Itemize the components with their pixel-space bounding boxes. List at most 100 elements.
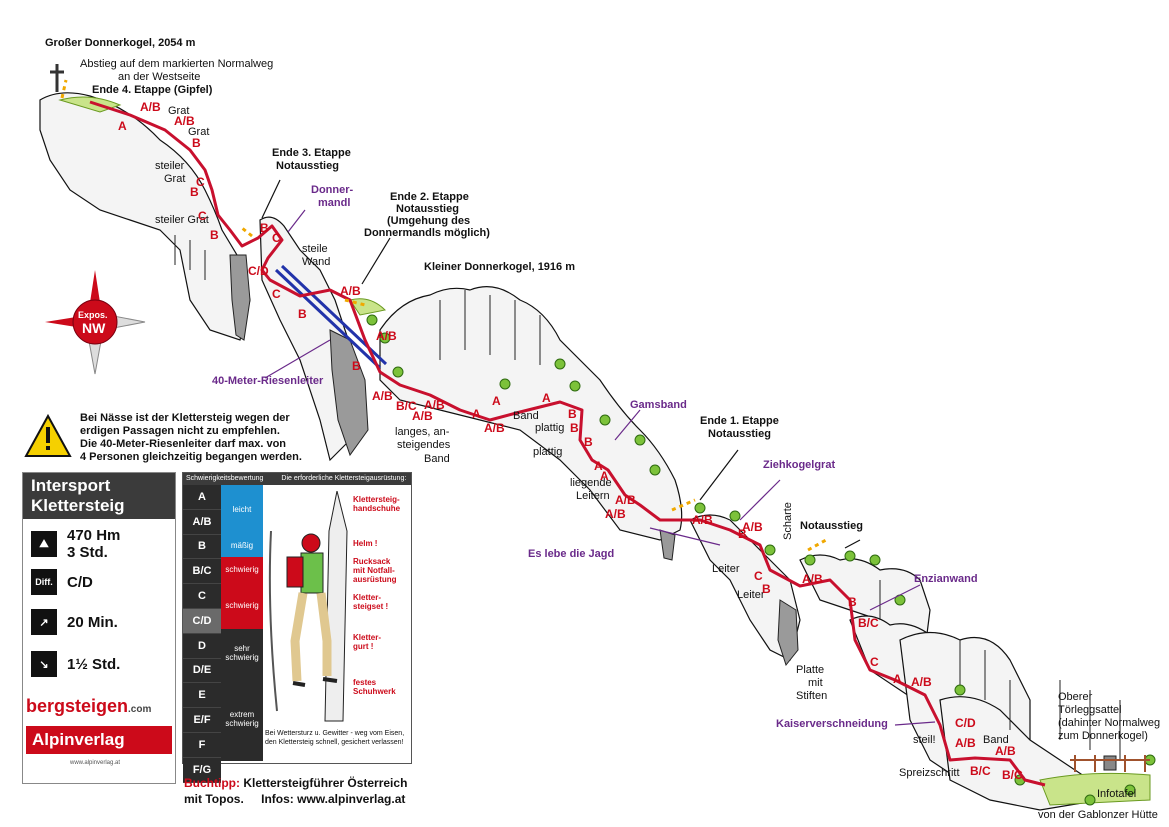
donnermandl-label-2: mandl	[318, 197, 351, 209]
equip-rucksack-3: ausrüstung	[353, 575, 397, 584]
compass-expos: Expos.	[78, 310, 108, 320]
ende-4-label: Ende 4. Etappe (Gipfel)	[92, 84, 213, 96]
route-grade-marker: A/B	[412, 409, 433, 423]
info-abstieg: 1½ Std.	[67, 655, 121, 673]
ende-3-label-1: Ende 3. Etappe	[272, 147, 351, 159]
ende-2-label-1: Ende 2. Etappe	[390, 191, 469, 203]
equip-rucksack-1: Rucksack	[353, 557, 391, 566]
bergsteigen-logo: bergsteigen.com	[26, 696, 151, 717]
info-row-zustieg: ↗ 20 Min.	[31, 609, 118, 635]
terrain-band-2: Band	[983, 734, 1009, 746]
route-grade-marker: C	[272, 231, 281, 245]
grade-table: Schwierigkeitsbewertung Die erforderlich…	[182, 472, 412, 783]
terrain-grat-2: Grat	[188, 126, 210, 138]
donnermandl-label-1: Donner-	[311, 184, 354, 196]
terrain-spreizschritt: Spreizschritt	[899, 767, 960, 779]
route-grade-marker: B	[210, 228, 219, 242]
enzianwand-label: Enzianwand	[914, 573, 978, 585]
equip-set-1: Kletter-	[353, 593, 382, 602]
ende-1-label-2: Notausstieg	[708, 428, 771, 440]
route-grade-marker: C/D	[955, 716, 976, 730]
logo-com-text: .com	[128, 704, 152, 715]
route-grade-marker: A/B	[605, 507, 626, 521]
info-row-diff: Diff. C/D	[31, 569, 93, 595]
buchtipp-topos: Topos.	[205, 792, 244, 806]
equip-set: Kletter-steigset !	[353, 593, 388, 611]
grade-head-2: Die erforderliche Klettersteigausrüstung…	[281, 475, 407, 482]
route-grade-marker: A/B	[615, 493, 636, 507]
terrain-plattig-2: plattig	[533, 446, 563, 458]
route-grade-marker: A/B	[424, 398, 445, 412]
equip-set-2: steigset !	[353, 602, 389, 611]
equip-rucksack-2: mit Notfall-	[353, 566, 395, 575]
rock-texture	[174, 235, 1121, 760]
terrain-steile-wand-a: steile	[302, 243, 328, 255]
terrain-langes-a: langes, an-	[395, 426, 450, 438]
route-line	[89, 100, 1046, 787]
oberer-label-3: (dahinter Normalweg	[1058, 717, 1161, 729]
grade-note-2: den Klettersteig schnell, gesichert verl…	[265, 739, 404, 746]
info-zustieg: 20 Min.	[67, 613, 118, 631]
climber-figure	[268, 491, 348, 722]
grade-cell: B	[183, 534, 221, 560]
kaiserverschneidung-label: Kaiserverschneidung	[776, 718, 888, 730]
route-grade-marker: A/B	[372, 389, 393, 403]
route-grade-marker: B/C	[1002, 768, 1023, 782]
grade-head-1: Schwierigkeitsbewertung	[186, 475, 264, 482]
route-grade-marker: B	[848, 595, 857, 609]
terrain-langes-b: steigendes	[397, 439, 451, 451]
equip-handschuhe: Klettersteig-handschuhe	[353, 495, 400, 513]
grade-cell: E/F	[183, 708, 221, 733]
terrain-steil: steil!	[913, 734, 936, 746]
terrain-liegende-b: Leitern	[576, 490, 610, 502]
terrain-langes-c: Band	[424, 453, 450, 465]
warning-line-3: Die 40-Meter-Riesenleiter darf max. von	[80, 438, 287, 450]
terrain-steiler-1a: steiler	[155, 160, 185, 172]
info-title-1: Intersport	[31, 476, 111, 495]
warning-line-4: 4 Personen gleichzeitig begangen werden.	[80, 451, 302, 463]
route-grade-marker: A/B	[484, 421, 505, 435]
grade-cell: A	[183, 485, 221, 510]
band-extrem: extrem schwierig	[221, 677, 263, 761]
route-grade-marker: C	[196, 175, 205, 189]
trees	[366, 314, 1156, 806]
title-grosser-donnerkogel: Großer Donnerkogel, 2054 m	[45, 37, 196, 49]
grade-table-head: Schwierigkeitsbewertung Die erforderlich…	[183, 473, 411, 485]
climber-icon: ⛰	[31, 531, 57, 557]
route-grade-marker: B	[192, 136, 201, 150]
route-grade-marker: C	[272, 287, 281, 301]
alpinverlag-logo: Alpinverlag	[26, 726, 172, 754]
info-row-abstieg: ↘ 1½ Std.	[31, 651, 120, 677]
warning-line-1: Bei Nässe ist der Klettersteig wegen der	[80, 412, 290, 424]
ende-2-label-3: (Umgehung des	[387, 215, 471, 227]
buchtipp-text: Klettersteigführer Österreich	[243, 776, 408, 790]
es-lebe-label: Es lebe die Jagd	[528, 548, 615, 560]
title-kleiner-donnerkogel: Kleiner Donnerkogel, 1916 m	[424, 261, 575, 273]
route-grade-marker: A/B	[995, 744, 1016, 758]
route-grade-marker: B/C	[858, 616, 879, 630]
route-grade-marker: A/B	[140, 100, 161, 114]
terrain-leiter-2: Leiter	[737, 589, 765, 601]
route-grade-marker: A	[472, 407, 481, 421]
equip-schuh-1: festes	[353, 678, 377, 687]
hiker-down-icon: ↘	[31, 651, 57, 677]
equip-gurt-2: gurt !	[353, 642, 374, 651]
band-maessig: mäßig	[221, 533, 263, 557]
buchtipp-infos: Infos: www.alpinverlag.at	[261, 792, 406, 806]
oberer-label-2: Törleggsattel	[1058, 704, 1122, 716]
route-grade-marker: B	[738, 527, 747, 541]
ziehkogelgrat-label: Ziehkogelgrat	[763, 459, 836, 471]
route-grade-marker: A/B	[802, 572, 823, 586]
route-grade-marker: A/B	[174, 114, 195, 128]
ende-2-label-2: Notausstieg	[396, 203, 459, 215]
abstieg-label-1: Abstieg auf dem markierten Normalweg	[80, 58, 274, 70]
route-grade-marker: A/B	[340, 284, 361, 298]
band-sehr: sehr schwierig	[221, 629, 263, 677]
infotafel-label: Infotafel	[1097, 788, 1137, 800]
ende-3-label-2: Notausstieg	[276, 160, 339, 172]
hiker-up-icon: ↗	[31, 609, 57, 635]
buchtipp-label: Buchtipp:	[184, 776, 240, 790]
oberer-label-4: zum Donnerkogel)	[1058, 730, 1148, 742]
